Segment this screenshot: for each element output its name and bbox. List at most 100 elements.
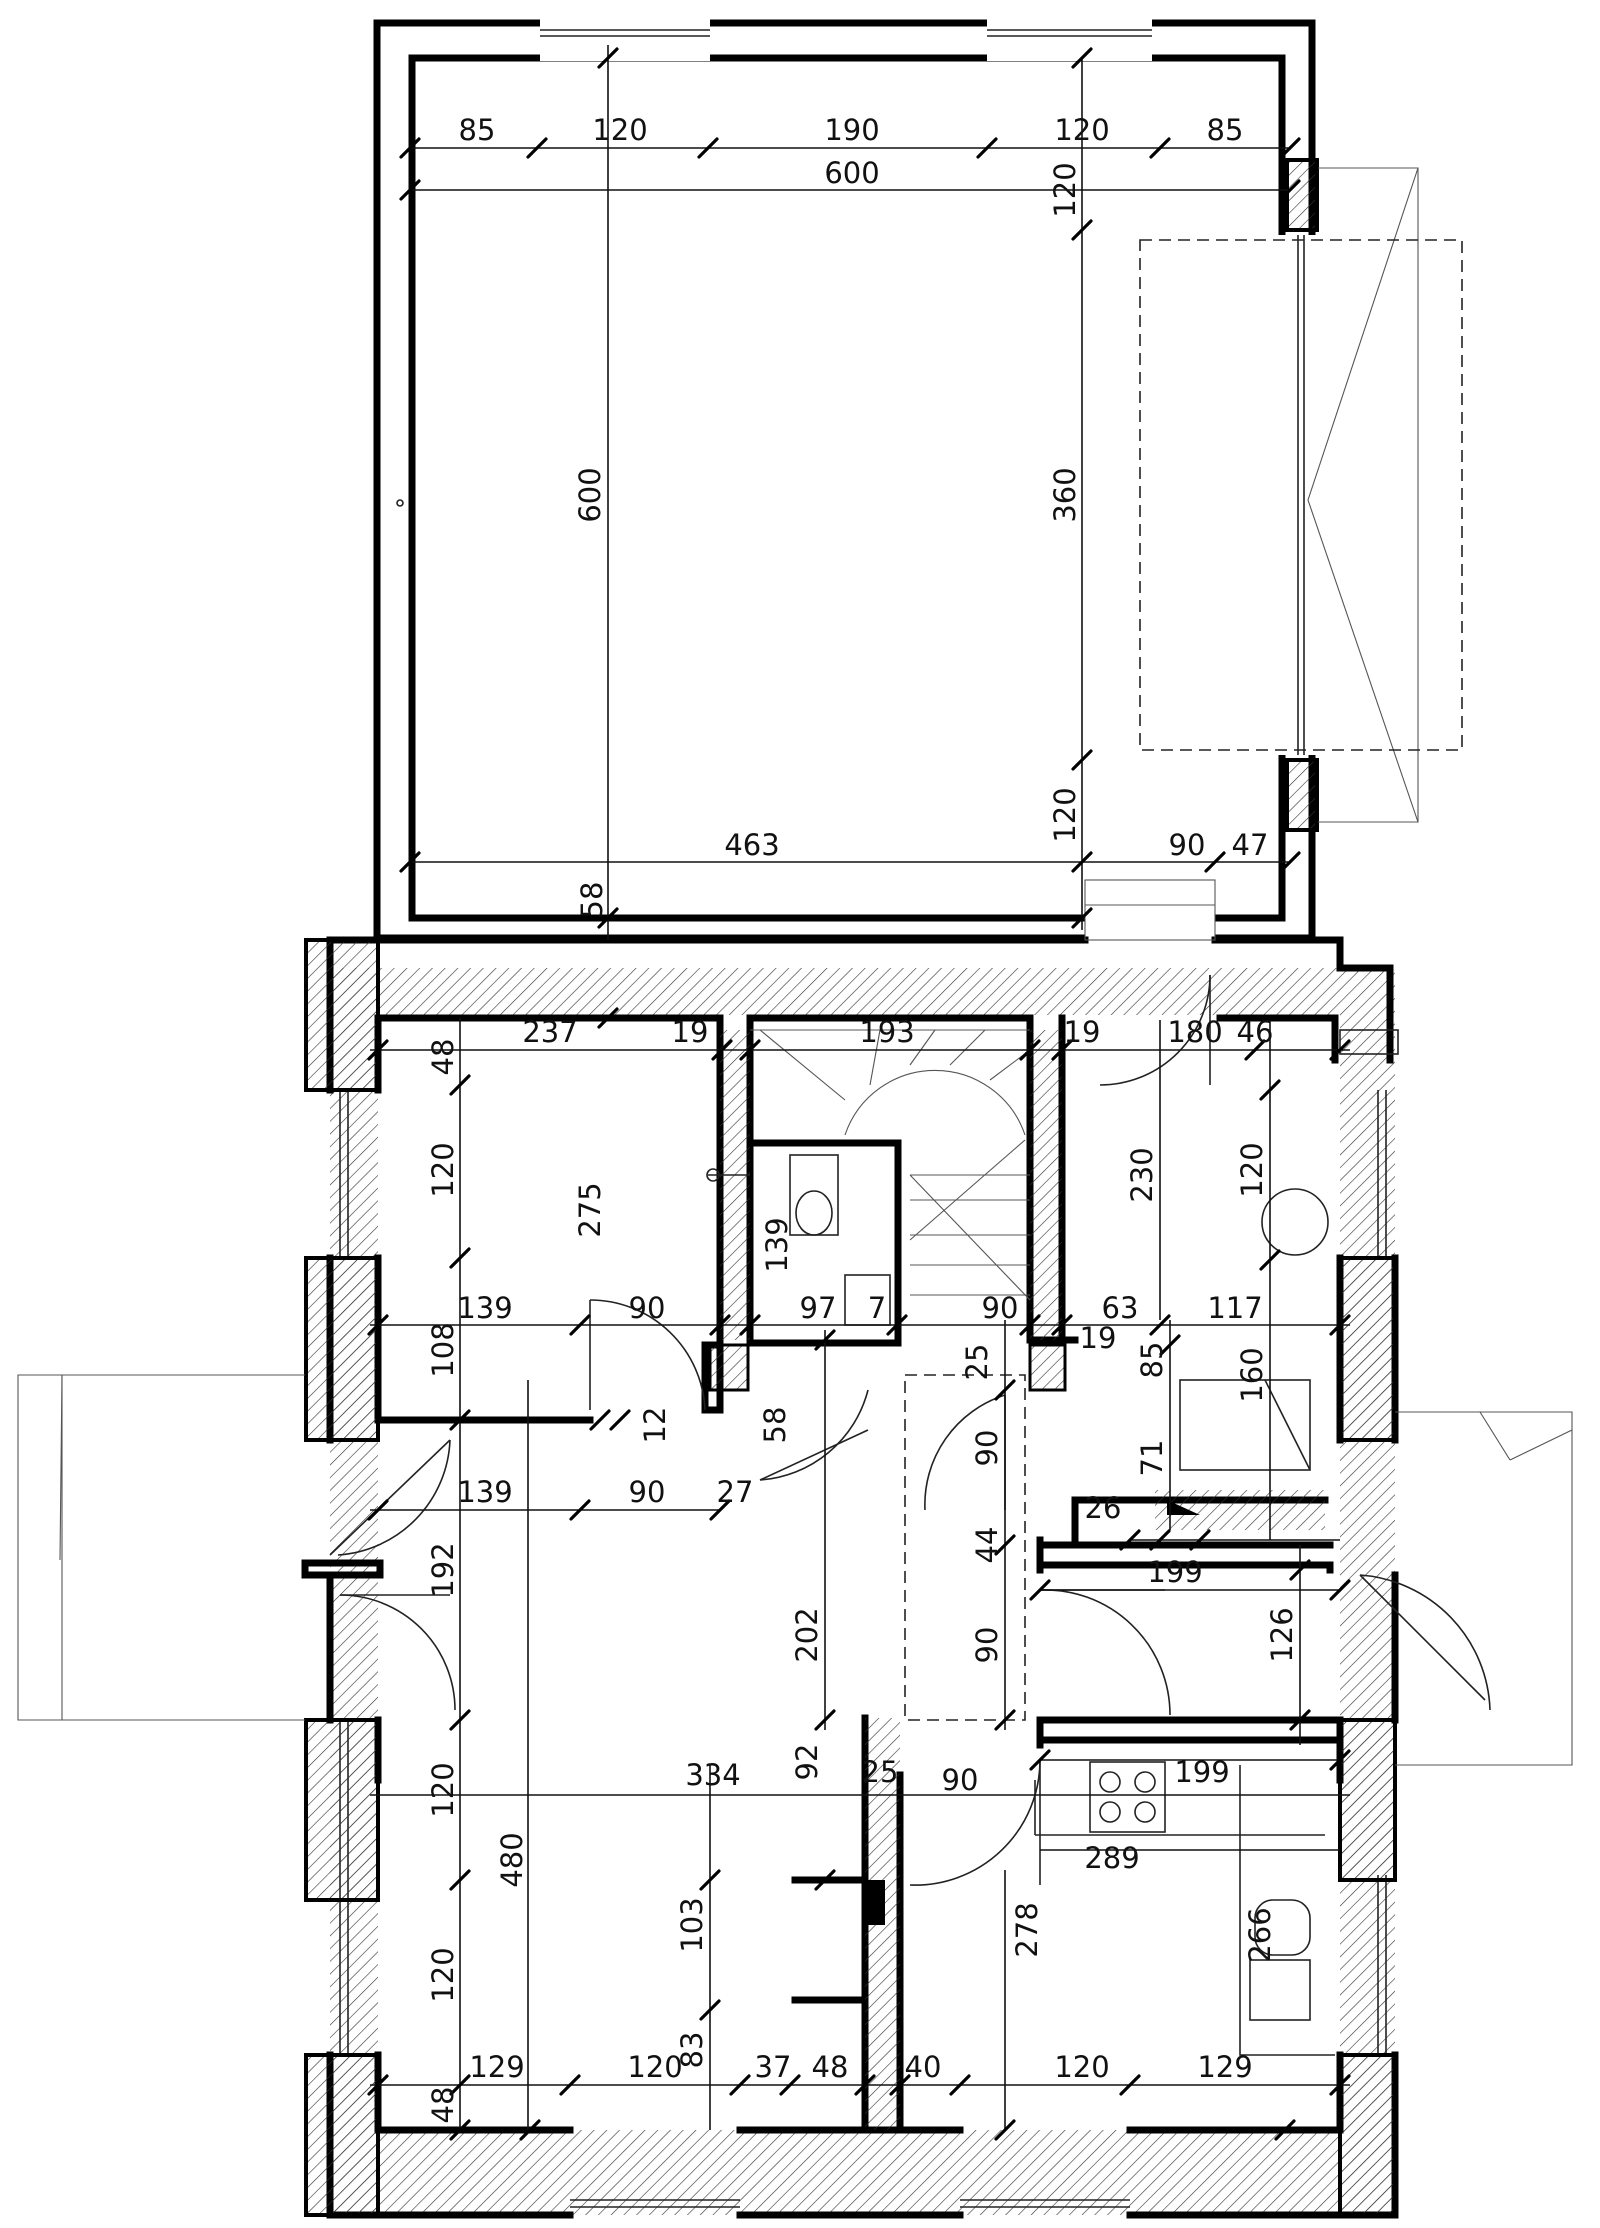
dimension-tick: [367, 1499, 389, 1521]
dimension-tick: [1071, 219, 1093, 241]
dimension-tick: [1051, 1039, 1073, 1061]
dimension-label: 199: [1174, 1755, 1229, 1789]
dimension-label: 25: [862, 1755, 899, 1789]
dimension-tick: [1279, 179, 1301, 201]
dimension-label: 48: [426, 2087, 460, 2124]
dimension-tick: [367, 1314, 389, 1336]
dimension-label: 192: [426, 1542, 460, 1597]
dimension-tick: [1071, 47, 1093, 69]
dimension-label: 47: [1232, 828, 1269, 862]
dimension-label: 83: [675, 2032, 709, 2069]
dimension-tick: [1259, 1249, 1281, 1271]
dimension-label: 230: [1125, 1147, 1159, 1202]
dimension-label: 120: [1048, 162, 1082, 217]
dimension-label: 85: [459, 113, 496, 147]
dimension-label: 90: [629, 1475, 666, 1509]
dimension-label: 139: [457, 1475, 512, 1509]
dimension-tick: [597, 907, 619, 929]
dimension-label: 92: [790, 1744, 824, 1781]
dimension-label: 129: [1197, 2050, 1252, 2084]
dimension-label: 19: [672, 1015, 709, 1049]
dimension-label: 120: [1054, 113, 1109, 147]
dimension-label: 126: [1265, 1607, 1299, 1662]
dimension-label: 180: [1167, 1015, 1222, 1049]
dimension-label: 120: [1054, 2050, 1109, 2084]
dimension-label: 139: [760, 1217, 794, 1272]
dimension-tick: [519, 2119, 541, 2141]
dimension-tick: [1289, 1559, 1311, 1581]
dimension-tick: [449, 1247, 471, 1269]
dimension-label: 360: [1048, 467, 1082, 522]
dimension-label: 26: [1085, 1491, 1122, 1525]
dimension-tick: [1329, 1579, 1351, 1601]
dimension-tick: [1149, 1529, 1171, 1551]
dimension-label: 40: [905, 2050, 942, 2084]
dimension-tick: [449, 1074, 471, 1096]
garage-canopy: [1139, 167, 1463, 823]
dimension-tick: [699, 1869, 721, 1891]
dimension-tick: [609, 1409, 631, 1431]
dimension-tick: [1159, 1334, 1181, 1356]
dimension-label: 129: [469, 2050, 524, 2084]
dimension-tick: [729, 2074, 751, 2096]
dimension-tick: [994, 1534, 1016, 1556]
dimension-label: 27: [717, 1475, 754, 1509]
dimension-tick: [1051, 1314, 1073, 1336]
dimension-label: 58: [575, 882, 609, 919]
staircase: [750, 879, 1216, 1721]
dimension-tick: [1329, 1314, 1351, 1336]
dimension-label: 90: [629, 1291, 666, 1325]
dimension-tick: [449, 1869, 471, 1891]
dimension-tick: [1329, 1039, 1351, 1061]
dimension-label: 120: [426, 1947, 460, 2002]
dimension-label: 600: [824, 156, 879, 190]
dimension-label: 25: [960, 1344, 994, 1381]
dimension-tick: [889, 2074, 911, 2096]
dimension-label: 237: [522, 1015, 577, 1049]
dimension-label: 85: [1207, 113, 1244, 147]
dimension-tick: [1244, 1039, 1266, 1061]
kitchen: [1034, 1761, 1335, 2056]
dimension-tick: [739, 1039, 761, 1061]
dimension-tick: [854, 2074, 876, 2096]
dimension-label: 90: [1169, 828, 1206, 862]
dimension-tick: [1071, 907, 1093, 929]
dimension-labels: 85 120 190 120 85 600 600 120 360 120 46…: [426, 113, 1299, 2123]
dimension-tick: [559, 2074, 581, 2096]
dimension-tick: [709, 1314, 731, 1336]
dimension-label: 7: [868, 1291, 886, 1325]
dimension-tick: [1279, 137, 1301, 159]
dimension-label: 48: [426, 1039, 460, 1076]
dimension-tick: [994, 1709, 1016, 1731]
dimension-tick: [886, 1314, 908, 1336]
interior-walls: [301, 1014, 1344, 2134]
terraces: [17, 1374, 1573, 1766]
dimension-tick: [697, 137, 719, 159]
dimension-label: 480: [495, 1832, 529, 1887]
doors: [329, 974, 1491, 1886]
dimension-label: 90: [970, 1627, 1004, 1664]
dimension-tick: [449, 1709, 471, 1731]
dimension-label: 463: [724, 828, 779, 862]
dimension-label: 278: [1010, 1902, 1044, 1957]
dimension-label: 90: [970, 1430, 1004, 1467]
dimension-tick: [597, 1007, 619, 1029]
dimension-label: 334: [685, 1758, 740, 1792]
dimension-tick: [739, 1314, 761, 1336]
dimension-label: 19: [1080, 1321, 1117, 1355]
dimension-label: 120: [627, 2050, 682, 2084]
dimension-label: 97: [800, 1291, 837, 1325]
dimension-label: 19: [1064, 1015, 1101, 1049]
dimension-tick: [814, 1709, 836, 1731]
dimension-tick: [1259, 1079, 1281, 1101]
dimension-tick: [449, 2074, 471, 2096]
dimension-tick: [399, 137, 421, 159]
dimension-label: 275: [573, 1182, 607, 1237]
dimension-tick: [976, 137, 998, 159]
dimension-tick: [1071, 851, 1093, 873]
dimension-tick: [1189, 1529, 1211, 1551]
dimension-label: 48: [812, 2050, 849, 2084]
dimension-tick: [1029, 1579, 1051, 1601]
dimension-label: 199: [1147, 1555, 1202, 1589]
